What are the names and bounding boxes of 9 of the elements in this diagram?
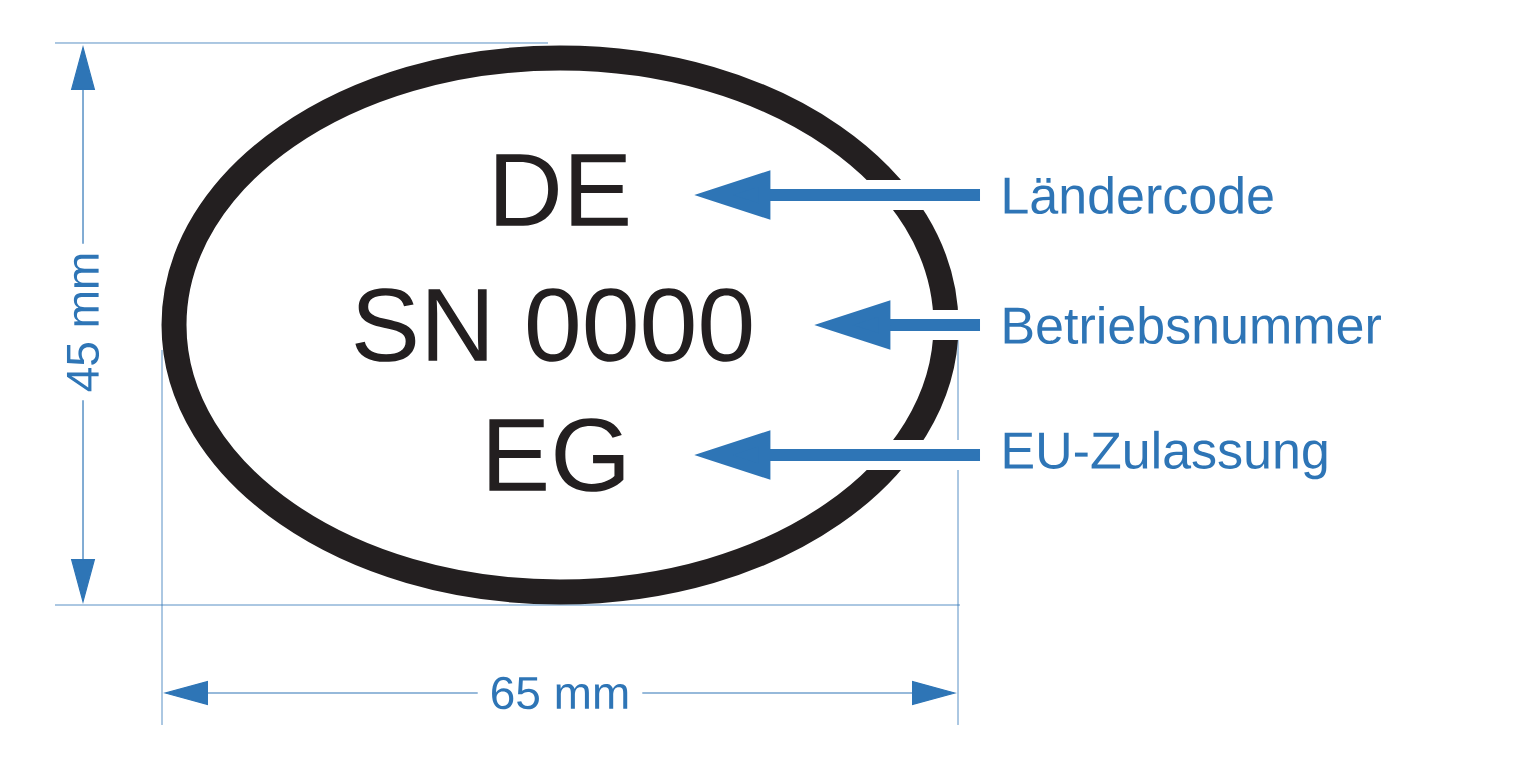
marking-text: EG <box>489 418 624 492</box>
callout-label: Ländercode <box>1004 175 1273 215</box>
callout-label: Betriebsnummer <box>1004 305 1381 345</box>
marking-text: SN 0000 <box>355 288 752 362</box>
dimension-label: 65 mm <box>477 664 643 722</box>
dimension-label: 45 mm <box>58 243 108 401</box>
callout-label: EU-Zulassung <box>1004 430 1327 480</box>
marking-text: DE <box>496 154 628 226</box>
oval-label-border <box>161 45 959 605</box>
